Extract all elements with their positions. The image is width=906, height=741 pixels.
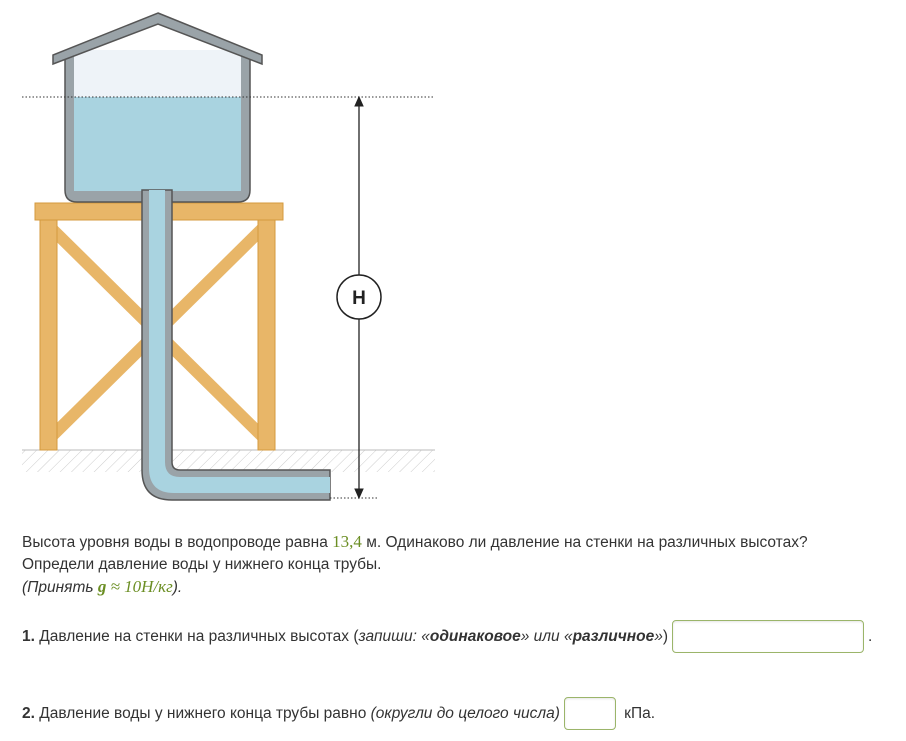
tank-roof	[52, 12, 263, 66]
water-tank	[64, 50, 251, 203]
unit-kpa: кПа.	[619, 705, 656, 722]
height-label: H	[352, 288, 366, 309]
pipe	[141, 189, 331, 501]
height-dimension-arrow	[336, 95, 382, 500]
problem-line1-end: м. Одинаково ли давление на стенки на ра…	[361, 534, 808, 551]
ground-hatch	[22, 450, 435, 472]
water-tower-illustration: H	[22, 12, 435, 501]
problem-text: Высота уровня воды в водопроводе равна 1…	[22, 531, 808, 599]
question-1: 1. Давление на стенки на различных высот…	[22, 620, 873, 654]
hint-line: (Принять g ≈ 10Н/кг).	[22, 577, 183, 596]
question-2: 2. Давление воды у нижнего конца трубы р…	[22, 697, 656, 731]
answer-1-input[interactable]	[672, 620, 864, 654]
answer-2-input[interactable]	[563, 697, 616, 731]
period: .	[868, 628, 873, 645]
height-value: 13,4	[332, 532, 362, 551]
problem-line1: Высота уровня воды в водопроводе равна	[22, 534, 333, 551]
problem-line2: Определи давление воды у нижнего конца т…	[22, 556, 382, 573]
